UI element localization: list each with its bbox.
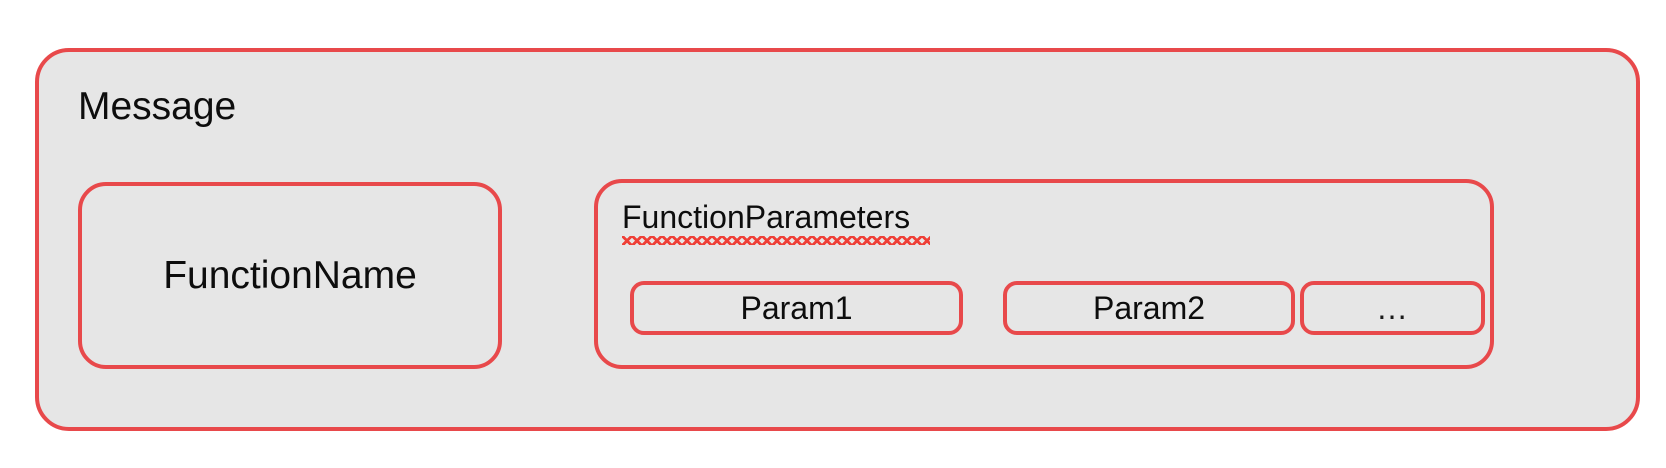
param-box-ellipsis: … — [1300, 281, 1485, 335]
function-parameters-box — [594, 179, 1494, 369]
function-parameters-label: FunctionParameters — [622, 199, 911, 235]
function-name-label: FunctionName — [163, 253, 417, 297]
param-box-1: Param1 — [630, 281, 963, 335]
spellcheck-underline-icon — [622, 236, 930, 245]
message-label: Message — [78, 85, 237, 128]
param-label-2: Param2 — [1092, 290, 1206, 326]
param-label-1: Param1 — [740, 290, 853, 326]
function-name-box: FunctionName — [78, 182, 502, 369]
param-box-2: Param2 — [1003, 281, 1295, 335]
param-label-ellipsis: … — [1376, 290, 1409, 326]
